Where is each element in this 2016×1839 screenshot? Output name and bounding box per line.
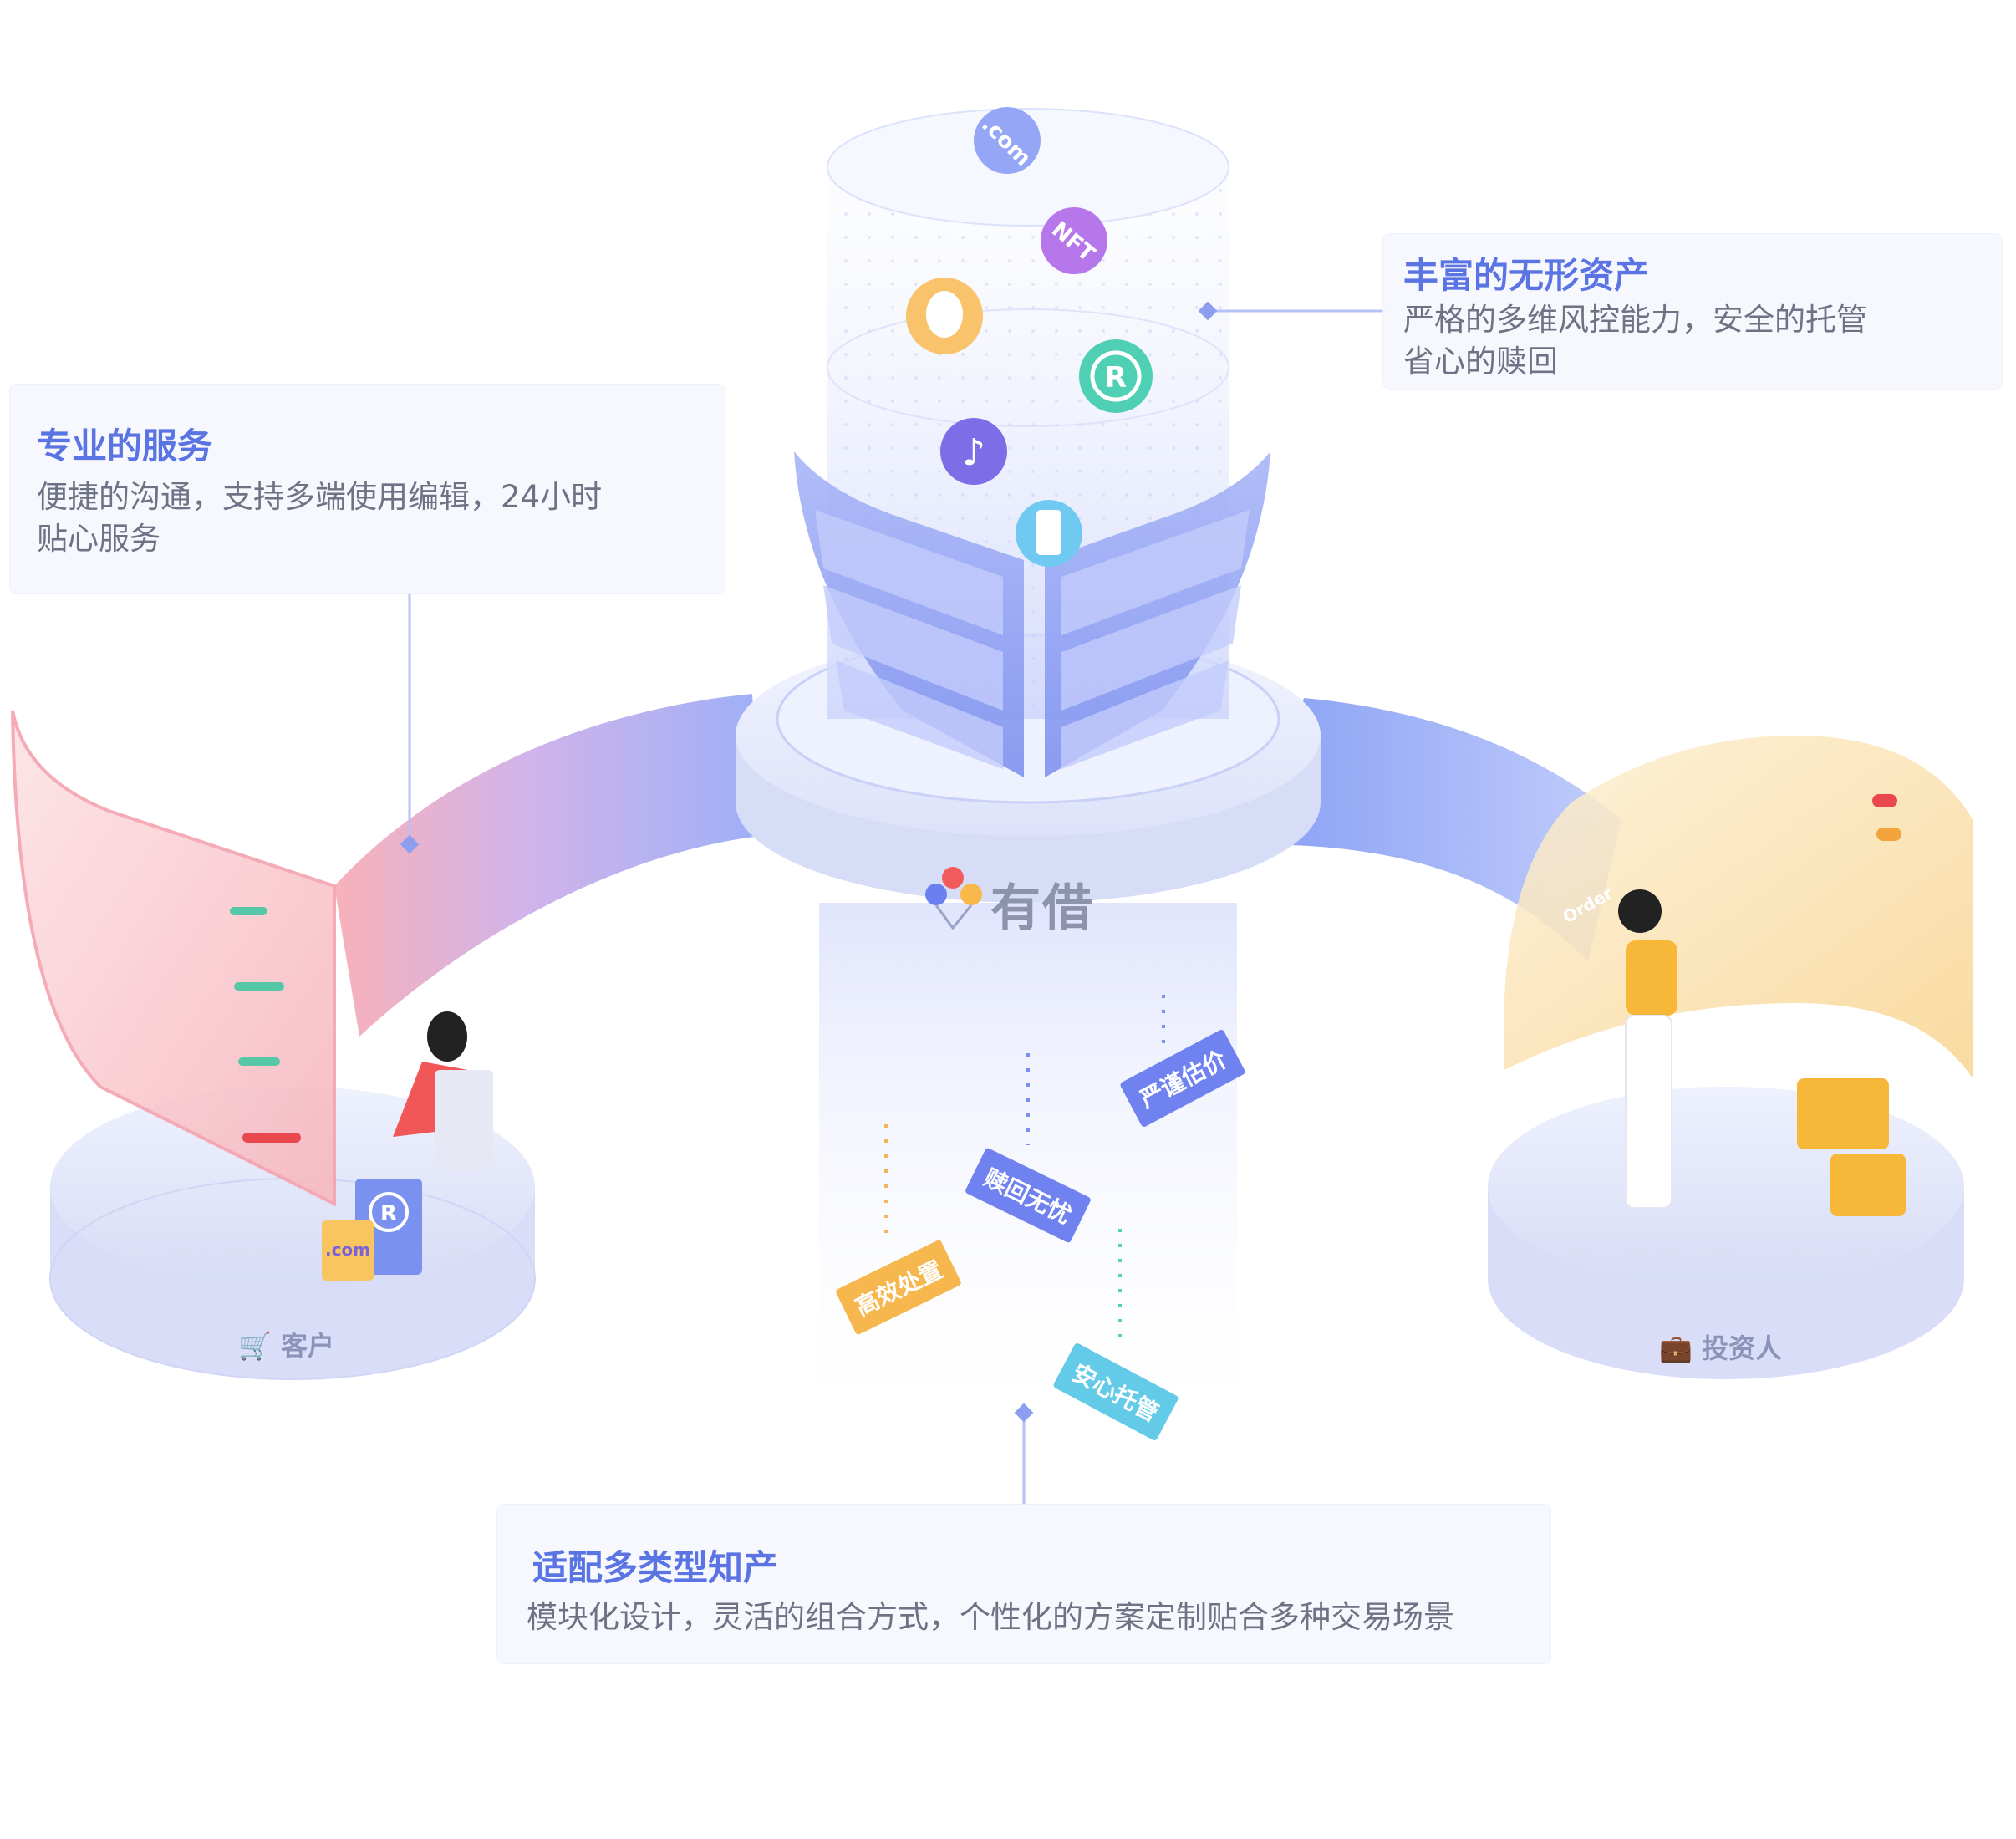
brand-logo-icon xyxy=(925,867,982,930)
mobile-phone-icon xyxy=(1016,500,1082,567)
investor-screen xyxy=(1504,736,1973,1078)
left-connector-band xyxy=(334,694,761,1037)
callout-title: 专业的服务 xyxy=(37,425,213,466)
investor-figure xyxy=(1618,889,1677,1209)
callout-title: 丰富的无形资产 xyxy=(1403,255,1650,296)
svg-text:R: R xyxy=(1105,361,1127,395)
tiktok-icon: ♪ xyxy=(940,418,1007,485)
callout-professional-service: 专业的服务 便捷的沟通，支持多端使用编辑，24小时 贴心服务 xyxy=(10,385,725,593)
briefcase-icon: 💼 xyxy=(1659,1332,1693,1364)
qq-penguin-icon xyxy=(906,278,983,354)
callout-title: 适配多类型知产 xyxy=(532,1547,779,1588)
registered-trademark-icon: R xyxy=(1079,339,1153,413)
shopping-cart-icon: 🛒 xyxy=(238,1330,272,1362)
callout-description: 便捷的沟通，支持多端使用编辑，24小时 贴心服务 xyxy=(37,479,603,557)
treasure-boxes xyxy=(1797,1078,1906,1216)
customer-label: 🛒 客户 xyxy=(238,1330,334,1362)
callout-intangible-assets: 丰富的无形资产 严格的多维风控能力，安全的托管 省心的赎回 xyxy=(1383,234,2002,389)
svg-text:R: R xyxy=(380,1201,397,1226)
nft-icon: NFT xyxy=(1041,207,1107,274)
shopping-bags: R .com xyxy=(322,1179,422,1281)
com-icon: .com xyxy=(974,107,1041,174)
svg-text:♪: ♪ xyxy=(962,431,985,474)
callout-multi-type-ip: 适配多类型知产 模块化设计，灵活的组合方式，个性化的方案定制贴合多种交易场景 xyxy=(497,1505,1550,1663)
customer-figure xyxy=(393,1011,493,1170)
svg-text:.com: .com xyxy=(325,1240,370,1260)
callout-description: 严格的多维风控能力，安全的托管 省心的赎回 xyxy=(1403,302,1867,380)
callout-description: 模块化设计，灵活的组合方式，个性化的方案定制贴合多种交易场景 xyxy=(527,1599,1454,1635)
investor-label: 💼 投资人 xyxy=(1659,1332,1782,1364)
brand-name: 有借 xyxy=(990,879,1094,938)
customer-screen xyxy=(11,710,336,1207)
